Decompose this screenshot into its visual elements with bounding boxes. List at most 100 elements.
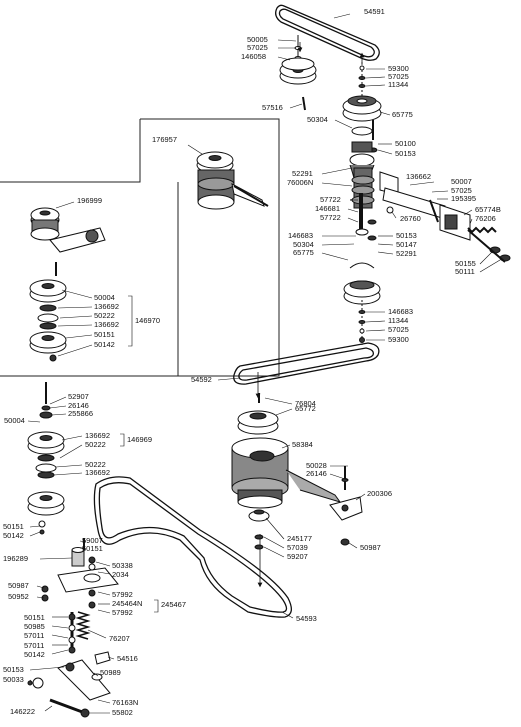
label-50004-a: 50004: [94, 293, 115, 302]
label-136692-c: 136692: [85, 431, 111, 440]
label-50028: 50028: [306, 461, 327, 470]
label-255866: 255866: [68, 409, 94, 418]
label-54516: 54516: [117, 654, 138, 663]
label-65775-a: 65775: [392, 110, 413, 119]
pulley-65775-lower: [343, 262, 381, 345]
label-57025-c: 57025: [451, 186, 472, 195]
label-50304-a: 50304: [307, 115, 328, 124]
label-76163N: 76163N: [112, 698, 139, 707]
label-146683-a: 146683: [288, 231, 314, 240]
label-50151-a: 50151: [94, 330, 115, 339]
label-196289: 196289: [3, 554, 29, 563]
label-59007: 59007: [82, 536, 103, 545]
left-pulley-stack: [27, 382, 65, 535]
label-52291-b: 52291: [396, 249, 417, 258]
label-195395: 195395: [451, 194, 477, 203]
label-57516: 57516: [262, 103, 283, 112]
label-50033: 50033: [3, 675, 24, 684]
pulley-65772: [237, 393, 279, 435]
label-57025-b: 57025: [388, 72, 409, 81]
label-176957: 176957: [152, 135, 178, 144]
belt-54593: [93, 476, 292, 618]
label-55802: 55802: [112, 708, 133, 717]
leader-lines: [27, 13, 501, 714]
label-146681: 146681: [315, 204, 341, 213]
label-11344-b: 11344: [388, 316, 409, 325]
label-50304-b: 50304: [293, 240, 314, 249]
label-58384: 58384: [292, 440, 313, 449]
label-59300-b: 59300: [388, 335, 409, 344]
label-50222-c: 50222: [85, 460, 106, 469]
label-50153-c: 50153: [3, 665, 24, 674]
spring-bracket: [439, 204, 511, 263]
label-57025-a: 57025: [247, 43, 268, 52]
label-245177: 245177: [287, 534, 313, 543]
inset-pulley-stack: [29, 262, 67, 362]
idler-arm-assembly: [349, 120, 446, 241]
label-57039: 57039: [287, 543, 308, 552]
label-76006N: 76006N: [287, 178, 314, 187]
label-50147: 50147: [396, 240, 417, 249]
label-50007-a: 50007: [451, 177, 472, 186]
label-50338: 50338: [112, 561, 133, 570]
label-50985: 50985: [24, 622, 45, 631]
clutch-58384: [231, 437, 342, 509]
label-54591: 54591: [364, 7, 385, 16]
label-50222-a: 50222: [94, 311, 115, 320]
label-11344-a: 11344: [388, 80, 409, 89]
label-146969: 146969: [127, 435, 153, 444]
label-65775-b: 65775: [293, 248, 314, 257]
label-50989: 50989: [100, 668, 121, 677]
label-59300-a: 59300: [388, 64, 409, 73]
label-52907: 52907: [68, 392, 89, 401]
label-54593: 54593: [296, 614, 317, 623]
label-50952: 50952: [8, 592, 29, 601]
label-50153-b: 50153: [396, 231, 417, 240]
label-50004-b: 50004: [4, 416, 25, 425]
bracket-200306: [329, 466, 363, 546]
pulley-146058: [279, 35, 317, 85]
label-146683-b: 146683: [388, 307, 414, 316]
label-50142-b: 50142: [3, 531, 24, 540]
label-76804: 76804: [295, 399, 316, 408]
label-65774B: 65774B: [475, 205, 501, 214]
label-136662: 136662: [406, 172, 432, 181]
label-50005: 50005: [247, 35, 268, 44]
label-50142-c: 50142: [24, 650, 45, 659]
label-200306: 200306: [367, 489, 393, 498]
clutch-hardware: [248, 509, 270, 550]
label-57025-d: 57025: [388, 325, 409, 334]
label-57992-b: 57992: [112, 608, 133, 617]
label-136692-d: 136692: [85, 468, 111, 477]
label-50111: 50111: [455, 267, 475, 276]
label-50987-b: 50987: [8, 581, 29, 590]
label-59207: 59207: [287, 552, 308, 561]
label-50151-d: 50151: [24, 613, 45, 622]
label-50151-c: 50151: [82, 544, 103, 553]
belt-54592: [233, 342, 380, 385]
label-76206: 76206: [475, 214, 496, 223]
inset-frame: [0, 118, 280, 377]
label-146222: 146222: [10, 707, 36, 716]
pin-57516: [302, 96, 306, 111]
label-54592: 54592: [191, 375, 212, 384]
label-245464N: 245464N: [112, 599, 143, 608]
label-245467: 245467: [161, 600, 187, 609]
label-50155: 50155: [455, 259, 476, 268]
label-52291-a: 52291: [292, 169, 313, 178]
label-76207: 76207: [109, 634, 130, 643]
label-65772: 65772: [295, 404, 316, 413]
label-57722-b: 57722: [320, 213, 341, 222]
label-26146-a: 26146: [68, 401, 89, 410]
label-50153-a: 50153: [395, 149, 416, 158]
pulley-65775-top: [342, 62, 382, 122]
label-146058: 146058: [241, 52, 267, 61]
inset-pulley-176957: [196, 151, 269, 210]
label-196999: 196999: [77, 196, 103, 205]
label-57011-b: 57011: [24, 641, 45, 650]
label-136692-a: 136692: [94, 302, 120, 311]
label-57011-a: 57011: [24, 631, 45, 640]
label-50987-a: 50987: [360, 543, 381, 552]
